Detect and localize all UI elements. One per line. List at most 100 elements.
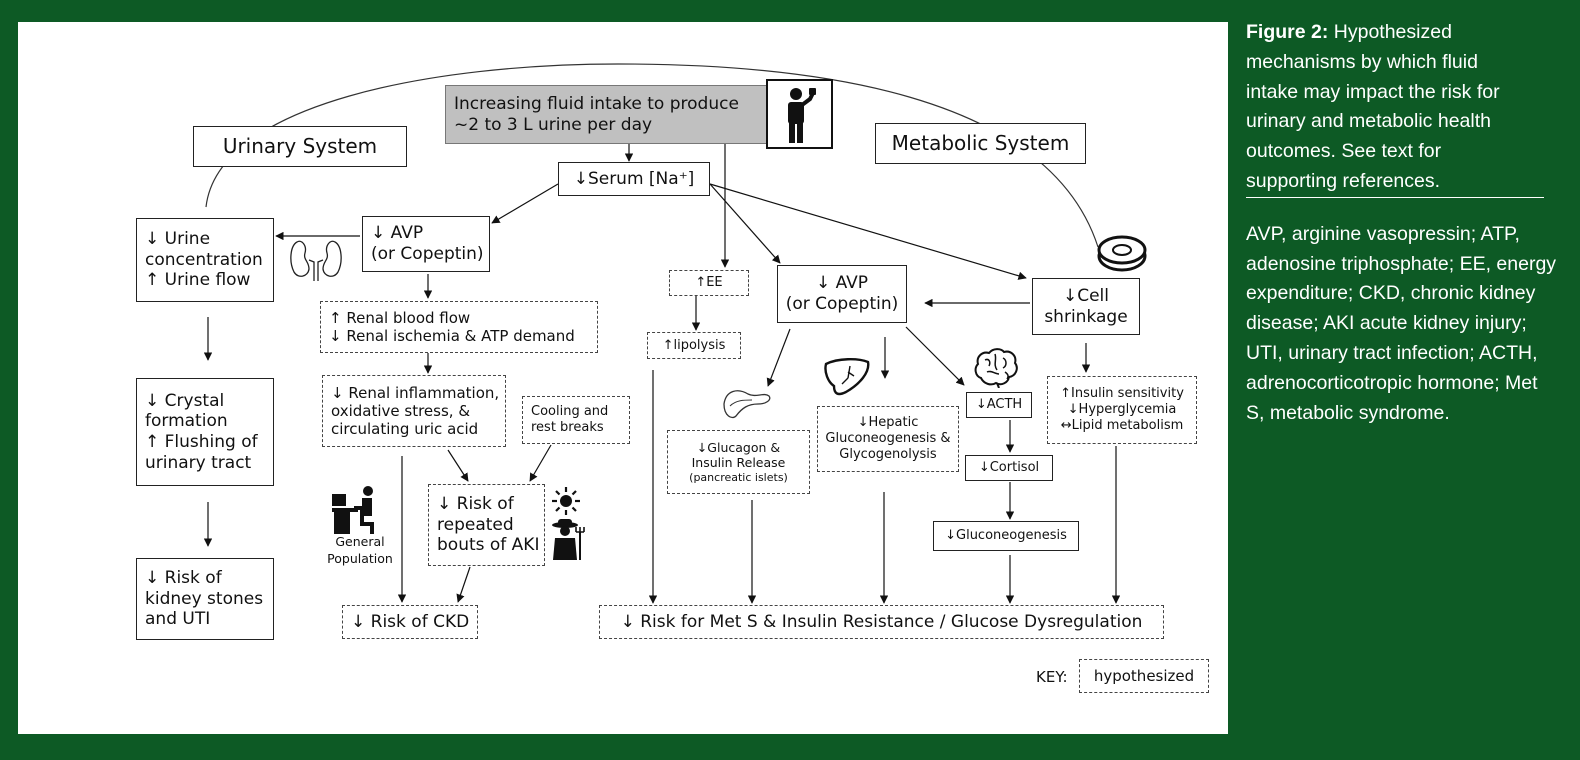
stones-line-3: and UTI bbox=[145, 609, 211, 630]
metabolic-avp-line-2: (or Copeptin) bbox=[785, 294, 899, 314]
abbr-line-3: disease; AKI acute kidney injury; bbox=[1246, 312, 1527, 335]
renal-inflammation-box: ↓ Renal inflammation, oxidative stress, … bbox=[322, 375, 506, 447]
lipolysis-text: ↑lipolysis bbox=[662, 337, 726, 353]
cell-line-1: ↓Cell bbox=[1062, 285, 1110, 306]
abbr-line-0: AVP, arginine vasopressin; ATP, bbox=[1246, 222, 1520, 245]
caption-line-4: outcomes. See text for bbox=[1246, 140, 1442, 163]
urinary-system-text: Urinary System bbox=[222, 134, 378, 159]
aki-line-1: ↓ Risk of bbox=[437, 493, 514, 514]
hepatic-line-3: Glycogenolysis bbox=[839, 446, 937, 462]
acth-box: ↓ACTH bbox=[966, 392, 1032, 418]
hepatic-line-2: Gluconeogenesis & bbox=[825, 431, 951, 447]
abbr-line-5: adrenocorticotropic hormone; Met bbox=[1246, 371, 1538, 394]
mets-text: ↓ Risk for Met S & Insulin Resistance / … bbox=[620, 611, 1143, 632]
crystal-line-1: ↓ Crystal bbox=[145, 390, 225, 411]
caption-divider bbox=[1246, 196, 1544, 198]
general-population-label: General Population bbox=[321, 534, 399, 568]
acth-text: ↓ACTH bbox=[975, 397, 1023, 413]
abbr-line-2: expenditure; CKD, chronic kidney bbox=[1246, 282, 1536, 305]
crystal-formation-box: ↓ Crystal formation ↑ Flushing of urinar… bbox=[136, 378, 274, 486]
liver-icon bbox=[824, 358, 870, 396]
fluid-intake-line-2: ~2 to 3 L urine per day bbox=[454, 114, 653, 135]
caption-line-3: urinary and metabolic health bbox=[1246, 110, 1491, 133]
fluid-intake-line-1: Increasing fluid intake to produce bbox=[454, 93, 739, 114]
mets-risk-box: ↓ Risk for Met S & Insulin Resistance / … bbox=[599, 605, 1164, 639]
cell-shrinkage-box: ↓Cell shrinkage bbox=[1032, 278, 1140, 335]
aki-line-2: repeated bbox=[437, 514, 514, 535]
fluid-intake-box: Increasing fluid intake to produce ~2 to… bbox=[445, 85, 767, 144]
inflammation-line-2: oxidative stress, & bbox=[331, 401, 471, 420]
key-label: KEY: bbox=[1036, 667, 1068, 687]
hepatic-box: ↓Hepatic Gluconeogenesis & Glycogenolysi… bbox=[817, 406, 959, 472]
cell-icon bbox=[1097, 235, 1147, 272]
glucagon-insulin-box: ↓Glucagon & Insulin Release (pancreatic … bbox=[667, 430, 810, 494]
stones-line-2: kidney stones bbox=[145, 588, 264, 609]
inflammation-line-3: circulating uric acid bbox=[331, 420, 479, 439]
brain-icon bbox=[974, 348, 1018, 388]
person-icon-frame bbox=[766, 79, 833, 149]
serum-na-box: ↓Serum [Na⁺] bbox=[558, 162, 710, 196]
caption-line-1: mechanisms by which fluid bbox=[1246, 50, 1478, 73]
abbr-line-1: adenosine triphosphate; EE, energy bbox=[1246, 252, 1557, 275]
caption-title: Figure 2: bbox=[1246, 21, 1329, 43]
cortisol-text: ↓Cortisol bbox=[978, 460, 1040, 476]
abbr-line-6: S, metabolic syndrome. bbox=[1246, 401, 1450, 424]
renal-avp-line-2: (or Copeptin) bbox=[371, 244, 484, 264]
caption-line-5: supporting references. bbox=[1246, 169, 1441, 192]
caption-line-2: intake may impact the risk for bbox=[1246, 80, 1500, 103]
person-drinking-icon bbox=[788, 88, 816, 143]
crystal-line-2: formation bbox=[145, 411, 228, 432]
general-population-line-2: Population bbox=[327, 550, 393, 566]
diagram-panel: Increasing fluid intake to produce ~2 to… bbox=[18, 22, 1228, 734]
blood-flow-line-1: ↑ Renal blood flow bbox=[329, 308, 471, 327]
crystal-line-3: ↑ Flushing of bbox=[145, 432, 258, 452]
key-label-text: KEY: bbox=[1036, 668, 1068, 686]
ckd-risk-box: ↓ Risk of CKD bbox=[342, 605, 478, 639]
kidney-stones-risk-box: ↓ Risk of kidney stones and UTI bbox=[136, 558, 274, 640]
lipolysis-box: ↑lipolysis bbox=[647, 332, 741, 359]
urinary-system-label: Urinary System bbox=[193, 126, 407, 167]
inflammation-line-1: ↓ Renal inflammation, bbox=[331, 383, 500, 402]
cooling-line-2: rest breaks bbox=[531, 420, 604, 435]
figure-caption: Figure 2: Hypothesized mechanisms by whi… bbox=[1246, 18, 1566, 428]
glucagon-line-3: (pancreatic islets) bbox=[689, 470, 788, 484]
insulin-line-1: ↑Insulin sensitivity bbox=[1060, 386, 1184, 402]
urine-line-1: ↓ Urine bbox=[145, 228, 211, 249]
insulin-line-3: ↔Lipid metabolism bbox=[1060, 417, 1184, 433]
caption-title-line: Figure 2: Hypothesized bbox=[1246, 18, 1566, 48]
pancreas-icon bbox=[723, 390, 771, 419]
aki-line-3: bouts of AKI bbox=[437, 535, 540, 556]
blood-flow-line-2: ↓ Renal ischemia & ATP demand bbox=[329, 327, 575, 345]
farmer-icon bbox=[552, 519, 585, 560]
general-population-line-1: General bbox=[335, 534, 385, 549]
aki-risk-box: ↓ Risk of repeated bouts of AKI bbox=[428, 484, 545, 566]
gluconeogenesis-box: ↓Gluconeogenesis bbox=[933, 521, 1079, 551]
arrows bbox=[203, 144, 1121, 604]
insulin-sensitivity-box: ↑Insulin sensitivity ↓Hyperglycemia ↔Lip… bbox=[1047, 376, 1197, 444]
kidney-icon bbox=[290, 240, 342, 281]
cortisol-box: ↓Cortisol bbox=[965, 455, 1053, 481]
caption-line-0: Hypothesized bbox=[1333, 21, 1452, 43]
renal-blood-flow-box: ↑ Renal blood flow ↓ Renal ischemia & AT… bbox=[320, 301, 598, 353]
serum-na-text: ↓Serum [Na⁺] bbox=[573, 168, 695, 189]
glucagon-line-1: ↓Glucagon & bbox=[696, 440, 781, 456]
metabolic-system-label: Metabolic System bbox=[875, 123, 1086, 164]
renal-avp-box: ↓ AVP (or Copeptin) bbox=[362, 216, 490, 272]
stones-line-1: ↓ Risk of bbox=[145, 567, 222, 588]
metabolic-avp-line-1: ↓ AVP bbox=[815, 273, 869, 294]
glucagon-line-2: Insulin Release bbox=[691, 455, 786, 471]
crystal-line-4: urinary tract bbox=[145, 452, 252, 473]
gluconeogenesis-text: ↓Gluconeogenesis bbox=[945, 528, 1067, 544]
cooling-line-1: Cooling and bbox=[531, 404, 609, 420]
renal-avp-line-1: ↓ AVP bbox=[371, 223, 424, 244]
office-worker-icon bbox=[332, 486, 374, 534]
metabolic-system-text: Metabolic System bbox=[891, 131, 1070, 156]
hepatic-line-1: ↓Hepatic bbox=[857, 415, 919, 431]
key-hypothesized-box: hypothesized bbox=[1079, 659, 1209, 693]
cell-line-2: shrinkage bbox=[1044, 306, 1128, 327]
ee-box: ↑EE bbox=[669, 270, 749, 296]
urine-concentration-box: ↓ Urine concentration ↑ Urine flow bbox=[136, 218, 274, 302]
insulin-line-2: ↓Hyperglycemia bbox=[1067, 402, 1177, 418]
urine-line-2: concentration bbox=[145, 249, 263, 270]
abbr-line-4: UTI, urinary tract infection; ACTH, bbox=[1246, 341, 1538, 364]
